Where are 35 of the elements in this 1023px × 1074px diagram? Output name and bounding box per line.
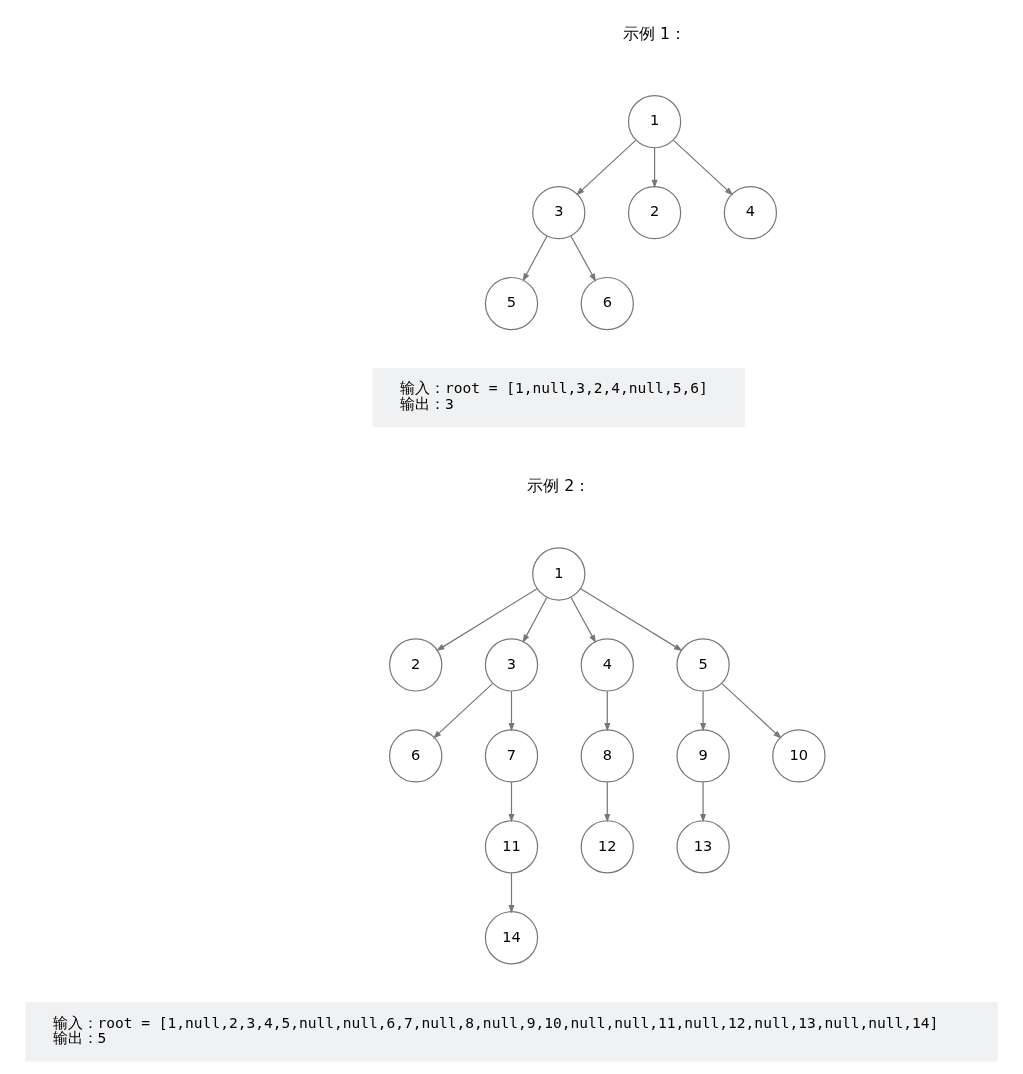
node-circle: 7 [484,729,539,783]
node-circle: 12 [580,820,634,874]
arrow [651,147,658,189]
arrow [700,690,707,732]
node-circle: 13 [676,820,730,874]
arrow [508,690,515,732]
arrow [576,139,637,196]
node-circle: 11 [484,820,539,874]
arrow [570,235,597,282]
arrow [436,588,538,652]
node-circle: 5 [676,638,730,692]
arrow [522,235,548,282]
node-circle: 1 [532,547,586,601]
label: 示例 1： [623,24,687,44]
node-circle: 6 [580,276,634,331]
arrow [508,781,515,823]
arrow [522,596,548,643]
node-circle: 5 [484,276,539,331]
arrow [672,139,734,196]
arrow [721,683,782,739]
arrow [508,872,515,914]
arrow [700,781,707,823]
node-circle: 1 [627,95,682,149]
arrow [604,781,611,823]
arrow [580,588,683,652]
arrow [570,596,597,644]
label: 示例 2： [527,476,591,496]
node-circle: 3 [484,638,539,692]
arrow [432,683,494,739]
arrow [604,690,611,732]
node-circle: 9 [676,729,730,783]
node-circle: 8 [580,729,634,783]
node-circle: 4 [580,638,634,692]
node-circle: 14 [484,911,539,965]
node-circle: 2 [627,185,682,240]
